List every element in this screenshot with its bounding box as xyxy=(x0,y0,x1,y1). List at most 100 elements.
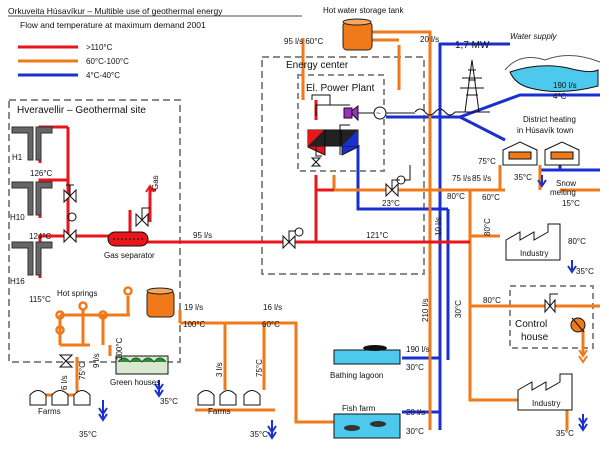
well-h1-id: H1 xyxy=(12,153,23,162)
water-supply-lake xyxy=(504,55,601,93)
gas-vent-arrow xyxy=(145,184,155,206)
well-h16-id: H16 xyxy=(10,277,25,286)
svg-text:~: ~ xyxy=(376,109,381,118)
legend-label-warm: 60°C-100°C xyxy=(86,57,129,66)
bathing-lagoon-label: Bathing lagoon xyxy=(330,371,383,380)
hot-springs-tank xyxy=(146,287,175,318)
warm-pipes xyxy=(30,30,600,430)
plant-out-temp-reading: 23°C xyxy=(382,199,400,208)
tank-out-reading: 20 l/s xyxy=(420,35,439,44)
diagram-title: Orkuveita Húsavíkur – Multible use of ge… xyxy=(8,6,223,16)
lagoon-temp-reading: 30°C xyxy=(406,363,424,372)
dh-temp-reading: 75°C xyxy=(478,157,496,166)
farms-mid-label: Farms xyxy=(208,407,231,416)
ctrl-temp-reading: 80°C xyxy=(483,296,501,305)
district-heating-label-1: District heating xyxy=(523,115,576,124)
control-house-label-2: house xyxy=(521,332,549,343)
geothermal-site-frame xyxy=(8,99,181,363)
geothermal-site-label: Hveravellir – Geothermal site xyxy=(17,105,146,116)
flow-9-reading: 9 l/s xyxy=(92,353,101,368)
well-h10-temp: 124°C xyxy=(29,232,52,241)
flow-16-reading: 16 l/s xyxy=(263,303,282,312)
water-supply-label: Water supply xyxy=(510,32,558,41)
valve-actuators xyxy=(66,165,558,306)
gas-label: Gas xyxy=(151,175,160,190)
flow-75-reading: 75 l/s xyxy=(452,174,471,183)
farm-flow-6-reading: 6 l/s xyxy=(60,375,69,390)
temp-60b-reading: 60°C xyxy=(262,320,280,329)
water-supply-flow-reading: 190 l/s xyxy=(553,81,577,90)
gas-separator xyxy=(107,231,149,247)
green-houses xyxy=(115,355,169,375)
fish-farm-label: Fish farm xyxy=(342,404,376,413)
power-plant-label: El. Power Plant xyxy=(306,83,375,94)
dh-return-reading: 35°C xyxy=(514,173,532,182)
district-heating-houses xyxy=(502,141,580,166)
farms-left-label: Farms xyxy=(38,407,61,416)
hot-water-tank-label: Hot water storage tank xyxy=(323,6,404,15)
fish-farm-pool xyxy=(333,413,401,439)
power-pylon-icon xyxy=(414,59,490,116)
discharge-arrows xyxy=(98,175,588,440)
well-symbols xyxy=(11,126,53,276)
power-plant-frame xyxy=(297,74,385,172)
control-house-frame xyxy=(509,285,594,349)
legend-label-cold: 4°C-40°C xyxy=(86,71,120,80)
water-supply-temp-reading: 4°C xyxy=(553,92,567,101)
ind-temp-out-reading: 80°C xyxy=(568,237,586,246)
warm-discharge-arrow xyxy=(578,349,588,364)
power-output-label: 1,7 MW xyxy=(455,40,490,51)
gh-out-reading: 35°C xyxy=(160,397,178,406)
flow-210-reading: 210 l/s xyxy=(421,298,430,322)
diagram-subtitle: Flow and temperature at maximum demand 2… xyxy=(20,20,206,30)
valves xyxy=(58,157,556,368)
control-house-label-1: Control xyxy=(515,319,547,330)
industry-lower-label: Industry xyxy=(532,399,560,408)
flow-85-reading: 85 l/s xyxy=(472,174,491,183)
flow-19-reading: 19 l/s xyxy=(184,303,203,312)
bathing-lagoon-pool xyxy=(333,345,401,365)
farm-flow-3-reading: 3 l/s xyxy=(215,362,224,377)
main-flow-reading: 95 l/s xyxy=(193,231,212,240)
ind-return-reading: 35°C xyxy=(576,267,594,276)
farm-temp-75b-reading: 75°C xyxy=(255,359,264,377)
lagoon-flow-reading: 190 l/s xyxy=(406,345,430,354)
legend-label-hot: >110°C xyxy=(86,43,113,52)
hot-water-tank xyxy=(342,18,373,51)
well-h10-id: H10 xyxy=(10,213,25,222)
farm-temp-75-reading: 75°C xyxy=(78,362,87,380)
temp-80-reading: 80°C xyxy=(447,192,465,201)
tank-flow-reading: 95 l/s 60°C xyxy=(284,37,323,46)
energy-center-label: Energy center xyxy=(286,60,349,71)
hot-springs-label: Hot springs xyxy=(57,289,97,298)
temp-60-reading: 60°C xyxy=(482,193,500,202)
temp-30-reading: 30°C xyxy=(454,300,463,318)
fish-flow-reading: 20 l/s xyxy=(406,408,425,417)
snow-temp-reading: 15°C xyxy=(562,199,580,208)
hot-spring-markers xyxy=(55,286,133,335)
control-house-building xyxy=(570,317,586,333)
well-h16-temp: 115°C xyxy=(29,295,51,304)
district-heating-label-2: in Húsavík town xyxy=(517,126,573,135)
power-plant-turbine: ~ xyxy=(307,94,415,157)
green-houses-label: Green houses xyxy=(110,378,160,387)
ind-temp-in-reading: 80°C xyxy=(483,218,492,236)
industry-buildings xyxy=(505,223,573,411)
temp-100-reading: 100°C xyxy=(183,320,206,329)
farm-left-out-reading: 35°C xyxy=(79,430,97,439)
farm-mid-out-reading: 35°C xyxy=(250,430,268,439)
well-h1-temp: 126°C xyxy=(30,169,53,178)
main-temp-reading: 121°C xyxy=(366,231,389,240)
fish-temp-reading: 30°C xyxy=(406,427,424,436)
snow-melting-label-2: melting xyxy=(550,188,576,197)
cold-pipes xyxy=(356,42,600,430)
farm-silos xyxy=(29,390,261,406)
gh-temp-reading: 100°C xyxy=(115,337,124,360)
energy-center-frame xyxy=(261,56,425,275)
flow-10-reading: 10 l/s xyxy=(434,217,443,236)
snow-melting-label-1: Snow xyxy=(556,179,576,188)
ind-lower-out-reading: 35°C xyxy=(556,429,574,438)
industry-upper-label: Industry xyxy=(520,249,548,258)
